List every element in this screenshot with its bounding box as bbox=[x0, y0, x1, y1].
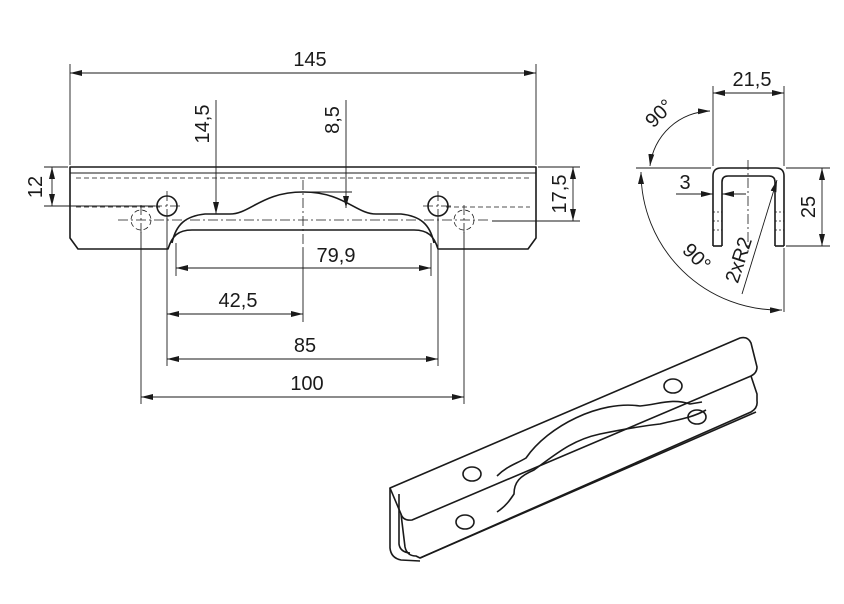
dim-notch-width: 79,9 bbox=[317, 245, 356, 267]
dim-overall-length: 145 bbox=[293, 49, 326, 71]
angle-bottom-arc bbox=[638, 171, 783, 314]
dim-profile-width: 21,5 bbox=[733, 69, 772, 91]
dim-notch-depth: 8,5 bbox=[322, 106, 344, 134]
angle-bottom: 90° bbox=[678, 239, 715, 276]
iso-hole-3 bbox=[455, 514, 475, 530]
iso-top-flange bbox=[389, 336, 758, 521]
dim-outer-hole-spacing: 100 bbox=[290, 373, 323, 395]
iso-bottom-flange-back bbox=[419, 411, 757, 559]
iso-bottom-notch bbox=[496, 409, 707, 513]
notch-outline bbox=[171, 191, 435, 244]
dim-inner-hole-spacing: 85 bbox=[294, 335, 316, 357]
angle-top: 90° bbox=[641, 95, 678, 132]
dim-height: 12 bbox=[25, 176, 47, 198]
side-view: 21,5 25 3 90° 90° 2xR2 bbox=[636, 69, 830, 314]
front-view: 145 14,5 8,5 12 17,5 79,9 42,5 85 bbox=[25, 49, 580, 404]
dim-hole-height: 17,5 bbox=[549, 175, 571, 214]
dim-profile-height: 25 bbox=[798, 196, 820, 218]
iso-u-end bbox=[389, 488, 421, 562]
iso-bottom-flange bbox=[400, 375, 758, 559]
isometric-view bbox=[389, 336, 758, 562]
profile-outer bbox=[712, 167, 785, 246]
angle-top-arc bbox=[648, 108, 711, 167]
hole-left-hidden bbox=[130, 209, 152, 231]
dim-hole-top-offset: 14,5 bbox=[192, 105, 214, 144]
iso-hole-2 bbox=[663, 378, 683, 394]
radius-leader bbox=[741, 179, 778, 295]
iso-top-notch bbox=[496, 400, 703, 477]
iso-hole-4 bbox=[687, 409, 707, 425]
dim-wall-thickness: 3 bbox=[679, 172, 690, 194]
dim-bend-radius: 2xR2 bbox=[722, 235, 757, 286]
hole-right-hidden bbox=[453, 209, 475, 231]
dim-half-hole-spacing: 42,5 bbox=[219, 290, 258, 312]
iso-u-end-inner bbox=[398, 494, 411, 554]
iso-hole-1 bbox=[462, 466, 482, 482]
